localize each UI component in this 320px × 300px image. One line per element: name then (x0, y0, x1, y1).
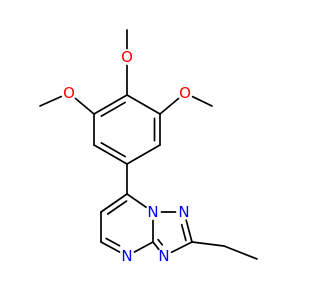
bond-c5-o_right (159, 97, 180, 115)
bond-o_left-me_left (39, 95, 63, 107)
atom-n_pyrimidine: N (121, 247, 132, 265)
bond-n_triazole_bottom-c8a (152, 241, 160, 251)
bond-n_pyrimidine-c8a (133, 241, 154, 253)
bond-n_bridge-c7 (126, 193, 147, 209)
atom-label-n_triazole_top: N (178, 203, 189, 221)
bond-c7-c6p (100, 193, 128, 213)
atom-n_triazole_top: N (178, 203, 189, 221)
bond-c5p-n_pyrimidine-inner (105, 237, 121, 247)
atom-label-o_top: O (121, 48, 133, 66)
bond-n_triazole_bottom-c8a-inner (157, 238, 164, 246)
atom-label-n_pyrimidine: N (121, 247, 132, 265)
atom-o_right: O (179, 84, 191, 102)
bond-c7-c6p-inner (106, 200, 128, 215)
bond-o_right-me_right (191, 95, 213, 107)
bond-c1-c6 (126, 144, 161, 165)
bond-c2t-n_triazole_bottom (170, 241, 193, 254)
atom-label-n_triazole_bottom: N (158, 247, 169, 265)
bond-c2-c1-inner (100, 142, 126, 158)
bond-ch2-ch3 (223, 245, 258, 260)
bond-n_triazole_top-c2t-inner (180, 223, 187, 242)
bond-c5p-n_pyrimidine (100, 241, 121, 253)
atom-o_left: O (63, 84, 75, 102)
atom-n_bridge: N (147, 203, 158, 221)
chemical-structure-diagram: O O O N N N N (39, 29, 258, 265)
bond-c3-o_left (74, 97, 95, 115)
atom-o_top: O (121, 48, 133, 66)
bond-c2-c1 (93, 144, 128, 165)
atom-n_triazole_bottom: N (158, 247, 169, 265)
bond-c4-c3 (93, 94, 128, 115)
atom-label-n_bridge: N (147, 203, 158, 221)
bond-n_triazole_top-c2t (185, 219, 193, 243)
bond-c2t-ch2 (191, 241, 225, 247)
atom-label-o_right: O (179, 84, 191, 102)
bond-c5-c4 (126, 94, 161, 115)
atom-label-o_left: O (63, 84, 75, 102)
bond-c4-c3-inner (100, 101, 126, 117)
